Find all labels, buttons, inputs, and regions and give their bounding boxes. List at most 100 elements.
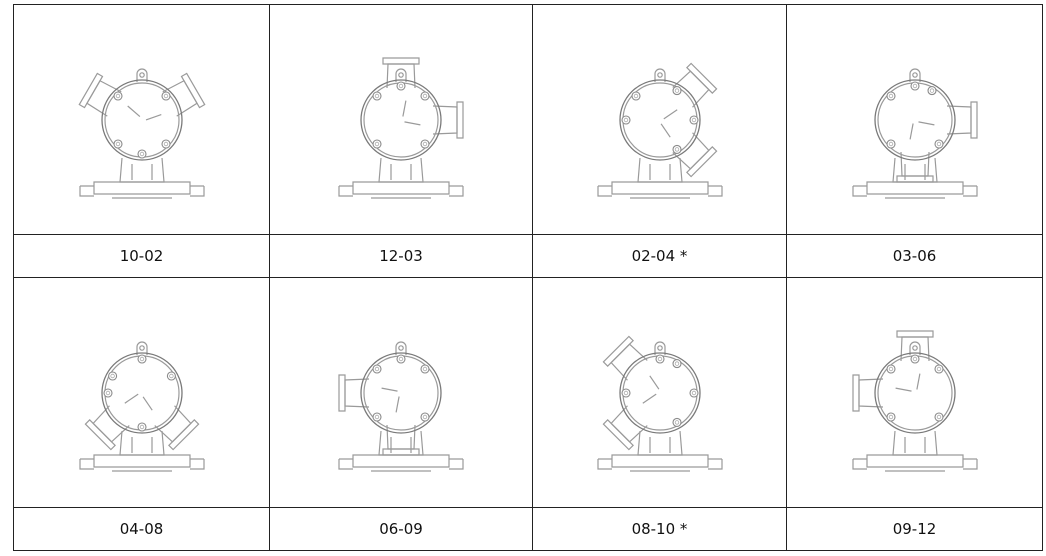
- lifting-eye: [653, 67, 666, 82]
- orientation-label: 02-04 *: [532, 234, 787, 278]
- base-plate: [92, 180, 191, 195]
- base-ribs: [390, 163, 412, 180]
- port-nozzle: [432, 100, 464, 139]
- bolt-center: [115, 93, 120, 98]
- lifting-eye: [908, 67, 921, 82]
- bolt: [885, 363, 896, 374]
- vane-line: [660, 122, 671, 138]
- pump-cell-10-02: [13, 4, 270, 235]
- pump-diagram: [77, 67, 206, 199]
- pump-casing-inner: [103, 354, 180, 431]
- pump-diagram: [338, 340, 464, 472]
- orientation-label: 12-03: [269, 234, 533, 278]
- port-flange: [969, 100, 978, 139]
- pump-diagram: [596, 335, 723, 472]
- bolt: [420, 363, 430, 374]
- bolt: [420, 138, 430, 149]
- pump-casing: [360, 78, 442, 161]
- bolt-center: [109, 373, 115, 378]
- pump-diagram: [78, 340, 205, 472]
- pump-casing: [618, 351, 701, 434]
- bolt-center: [674, 146, 679, 152]
- bolt: [372, 363, 382, 374]
- vane-line: [404, 120, 421, 125]
- vane-line: [909, 122, 914, 140]
- lifting-eye: [135, 67, 148, 82]
- bolt: [620, 387, 631, 398]
- vane-line: [915, 372, 920, 390]
- lifting-eye-hole: [911, 71, 918, 78]
- port-flange: [77, 72, 103, 108]
- vane-line: [145, 113, 161, 120]
- pump-diagram: [596, 62, 723, 199]
- port-flange: [338, 373, 346, 412]
- bolt: [420, 411, 430, 422]
- bolt-center: [374, 366, 380, 371]
- bolt-center: [674, 360, 679, 366]
- bolt: [671, 144, 682, 154]
- bolt: [926, 85, 937, 95]
- lifting-eye: [395, 67, 407, 82]
- bolt-center: [374, 141, 380, 146]
- bolt: [671, 358, 682, 368]
- port-flange: [167, 418, 199, 450]
- port-nozzle: [851, 373, 883, 412]
- bolt-center: [691, 390, 696, 395]
- bolt: [909, 80, 920, 91]
- base-plate: [610, 180, 709, 195]
- bolt-center: [936, 366, 941, 371]
- pump-casing: [873, 78, 956, 161]
- bolt: [372, 138, 382, 149]
- bolt-center: [163, 93, 168, 98]
- bolt-center: [422, 366, 428, 371]
- orientation-label: 08-10 *: [532, 507, 787, 551]
- pump-diagram: [851, 329, 978, 472]
- bolt-center: [374, 93, 380, 98]
- bolt: [372, 90, 382, 101]
- base-feet: [338, 184, 464, 197]
- base-feet: [596, 184, 723, 197]
- bolt-center: [422, 141, 428, 146]
- base-ribs: [903, 163, 926, 180]
- port-nozzle: [382, 424, 420, 456]
- pump-casing: [360, 351, 442, 434]
- lifting-eye-hole: [138, 71, 145, 78]
- base-stand: [378, 430, 424, 456]
- base-stand: [636, 157, 683, 183]
- bolt-center: [623, 117, 628, 122]
- bolt: [160, 138, 171, 149]
- bolt: [885, 411, 896, 422]
- base-feet: [78, 457, 205, 470]
- pump-cell-02-04: [532, 4, 787, 235]
- base-feet: [78, 184, 205, 197]
- pump-base: [596, 157, 723, 199]
- bolt: [620, 114, 631, 125]
- base-stand: [378, 157, 424, 183]
- port-flange: [895, 174, 934, 183]
- pump-base: [78, 430, 205, 472]
- port-nozzle: [382, 56, 420, 88]
- orientation-label: 10-02: [13, 234, 270, 278]
- pump-orientation-table: 10-02 12-03 02-04 * 03-06 04-08 06-09 08…: [13, 4, 1043, 551]
- image-row-1: [13, 4, 1043, 235]
- base-plate: [865, 453, 964, 468]
- bolt-center: [912, 83, 917, 88]
- port-flange: [895, 329, 934, 338]
- bolt: [166, 370, 176, 381]
- bolt: [107, 370, 117, 381]
- base-ribs: [903, 436, 926, 453]
- base-plate: [865, 180, 964, 195]
- base-ribs: [130, 436, 153, 453]
- port-nozzle: [895, 151, 934, 183]
- pump-casing: [618, 78, 701, 161]
- base-plate: [352, 180, 450, 195]
- bolt-center: [115, 141, 120, 146]
- bolt: [372, 411, 382, 422]
- pump-base: [851, 157, 978, 199]
- bolt: [630, 90, 641, 101]
- bolt-center: [936, 141, 941, 146]
- port-flange: [685, 62, 717, 94]
- port-flange: [685, 145, 717, 177]
- base-ribs: [648, 163, 671, 180]
- bolt-center: [674, 87, 679, 93]
